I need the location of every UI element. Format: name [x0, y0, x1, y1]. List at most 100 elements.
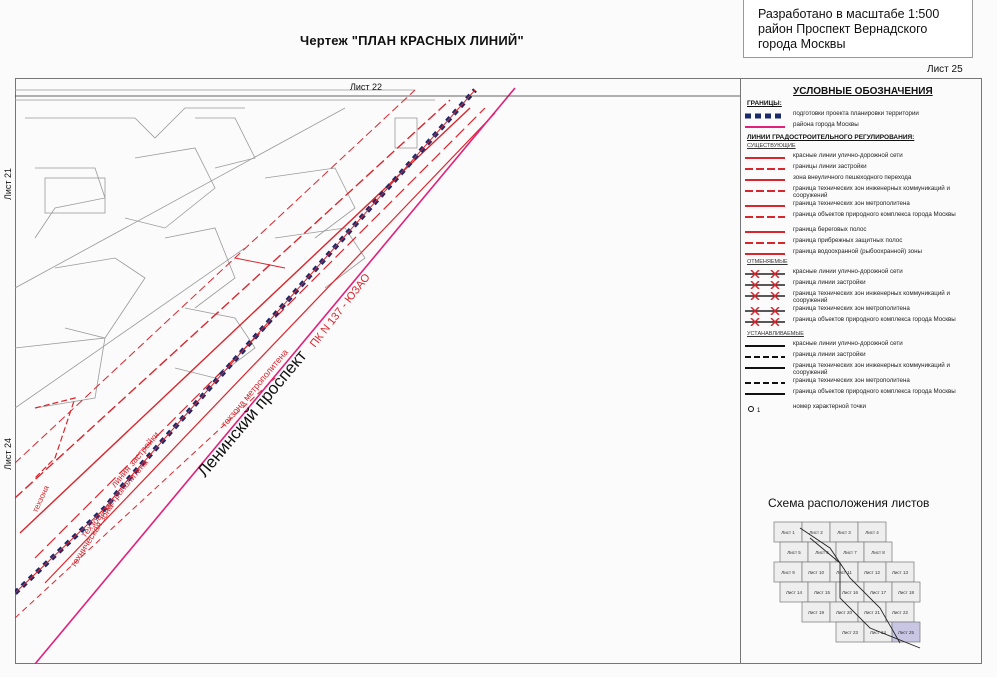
legend-item-label: красные линии улично-дорожной сети — [793, 152, 903, 159]
legend-item-label: граница технических зон метрополитена — [793, 377, 910, 384]
legend-established-item: граница технических зон метрополитена — [741, 377, 983, 389]
neighbor-sheet-left-bottom: Лист 24 — [3, 437, 13, 470]
svg-text:Лист 7: Лист 7 — [843, 550, 857, 555]
planning-border — [15, 88, 477, 595]
scheme-cell: Лист 6 — [807, 541, 837, 563]
legend-item-label: граница береговых полос — [793, 226, 867, 233]
scheme-cell: Лист 18 — [891, 581, 921, 603]
legend-item-label: зона внеуличного пешеходного перехода — [793, 174, 912, 181]
legend-item-label: граница объектов природного комплекса го… — [793, 211, 956, 218]
svg-text:Лист 23: Лист 23 — [842, 630, 859, 635]
building-outlines — [15, 89, 435, 409]
scheme-cell: Лист 22 — [885, 601, 915, 623]
scheme-route — [799, 527, 901, 644]
cancelled-symbol — [745, 270, 785, 278]
legend-item-label: района города Москвы — [793, 121, 859, 128]
drawing-title: Чертеж "ПЛАН КРАСНЫХ ЛИНИЙ" — [300, 33, 524, 48]
sheet-number: Лист 25 — [927, 64, 963, 75]
existing-symbol — [745, 179, 785, 181]
svg-text:1: 1 — [757, 408, 761, 413]
svg-text:Лист 4: Лист 4 — [865, 530, 879, 535]
svg-text:Лист 24: Лист 24 — [870, 630, 887, 635]
legend-item-label: граница технических зон инженерных комму… — [793, 290, 950, 304]
scheme-cell: Лист 3 — [829, 521, 859, 543]
established-symbol — [745, 356, 785, 358]
legend-cancelled-item: граница технических зон инженерных комму… — [741, 290, 983, 304]
stamp-city: города Москвы — [758, 37, 846, 51]
legend-established-item: 1 номер характерной точки — [741, 403, 983, 415]
legend-existing-item: граница объектов природного комплекса го… — [741, 211, 983, 223]
svg-text:Лист 19: Лист 19 — [808, 610, 825, 615]
legend-item-label: подготовки проекта планировки территории — [793, 110, 919, 117]
legend-existing-item: граница технических зон метрополитена — [741, 200, 983, 212]
scheme-cell: Лист 11 — [829, 561, 859, 583]
existing-symbol — [745, 253, 785, 255]
neighbor-sheet-left-top: Лист 21 — [3, 167, 13, 200]
legend-cancelled-item: красные линии улично-дорожной сети — [741, 268, 983, 280]
legend-item-label: красные линии улично-дорожной сети — [793, 340, 903, 347]
svg-text:Лист 13: Лист 13 — [892, 570, 909, 575]
scheme-cell: Лист 24 — [863, 621, 893, 643]
legend-established-item: красные линии улично-дорожной сети — [741, 340, 983, 352]
map-area: Ленинский проспект ПК N 137 - ЮЗАО техзо… — [15, 78, 740, 664]
scheme-cell: Лист 14 — [779, 581, 809, 603]
existing-symbol — [745, 205, 785, 207]
legend-established-item: граница объектов природного комплекса го… — [741, 388, 983, 400]
svg-text:Лист 2: Лист 2 — [809, 530, 823, 535]
legend-existing-item: граница водоохранной (рыбоохранной) зоны — [741, 248, 983, 260]
svg-text:Лист 3: Лист 3 — [837, 530, 851, 535]
legend-title: УСЛОВНЫЕ ОБОЗНАЧЕНИЯ — [793, 86, 933, 97]
cancelled-symbol — [745, 281, 785, 289]
legend-regulation-heading: ЛИНИИ ГРАДОСТРОИТЕЛЬНОГО РЕГУЛИРОВАНИЯ: — [747, 134, 915, 141]
svg-text:Лист 21: Лист 21 — [864, 610, 881, 615]
svg-text:Лист 14: Лист 14 — [786, 590, 803, 595]
legend-cancelled-item: граница линии застройки — [741, 279, 983, 291]
planning-border-inner — [15, 89, 476, 594]
stamp-district: район Проспект Вернадского — [758, 22, 928, 36]
legend-border-item: района города Москвы — [741, 121, 983, 133]
legend-cancelled-item: граница технических зон метрополитена — [741, 305, 983, 317]
existing-symbol — [745, 216, 785, 218]
neighbor-sheet-top: Лист 22 — [350, 82, 383, 92]
svg-text:Лист 9: Лист 9 — [781, 570, 795, 575]
title-stamp: Разработано в масштабе 1:500 район Просп… — [743, 0, 973, 58]
svg-text:Лист 12: Лист 12 — [864, 570, 881, 575]
established-symbol — [745, 393, 785, 395]
legend-existing-item: граница технических зон инженерных комму… — [741, 185, 983, 199]
scheme-cell: Лист 9 — [773, 561, 803, 583]
pk-label: ПК N 137 - ЮЗАО — [308, 271, 373, 350]
legend-existing-item: зона внеуличного пешеходного перехода — [741, 174, 983, 186]
established-symbol — [745, 382, 785, 384]
svg-text:Лист 6: Лист 6 — [815, 550, 829, 555]
cancelled-symbol — [745, 307, 785, 315]
legend-item-label: граница технических зон метрополитена — [793, 200, 910, 207]
scheme-cell: Лист 7 — [835, 541, 865, 563]
scheme-cell: Лист 17 — [863, 581, 893, 603]
legend-panel: УСЛОВНЫЕ ОБОЗНАЧЕНИЯ ГРАНИЦЫ: подготовки… — [740, 78, 982, 664]
svg-text:Лист 15: Лист 15 — [814, 590, 831, 595]
svg-text:Лист 11: Лист 11 — [836, 570, 852, 575]
legend-item-label: граница технических зон метрополитена — [793, 305, 910, 312]
legend-item-label: граница водоохранной (рыбоохранной) зоны — [793, 248, 922, 255]
scheme-cell: Лист 19 — [801, 601, 831, 623]
scheme-title: Схема расположения листов — [768, 496, 930, 510]
existing-symbol — [745, 157, 785, 159]
established-symbol — [745, 367, 785, 369]
svg-text:Лист 8: Лист 8 — [871, 550, 885, 555]
existing-symbol — [745, 168, 785, 170]
svg-text:Лист 25: Лист 25 — [898, 630, 915, 635]
legend-item-label: граница линии застройки — [793, 351, 866, 358]
legend-existing-heading: СУЩЕСТВУЮЩИЕ — [747, 143, 796, 149]
legend-established-heading: УСТАНАВЛИВАЕМЫЕ — [747, 331, 804, 337]
legend-existing-item: красные линии улично-дорожной сети — [741, 152, 983, 164]
map-svg: Ленинский проспект ПК N 137 - ЮЗАО техзо… — [15, 87, 740, 664]
svg-text:Лист 10: Лист 10 — [808, 570, 825, 575]
legend-item-label: красные линии улично-дорожной сети — [793, 268, 903, 275]
legend-item-label: номер характерной точки — [793, 403, 866, 410]
legend-established-item: граница технических зон инженерных комму… — [741, 362, 983, 376]
scheme-cell: Лист 12 — [857, 561, 887, 583]
legend-established-item: граница линии застройки — [741, 351, 983, 363]
svg-text:Лист 16: Лист 16 — [842, 590, 859, 595]
legend-item-label: границы линии застройки — [793, 163, 867, 170]
